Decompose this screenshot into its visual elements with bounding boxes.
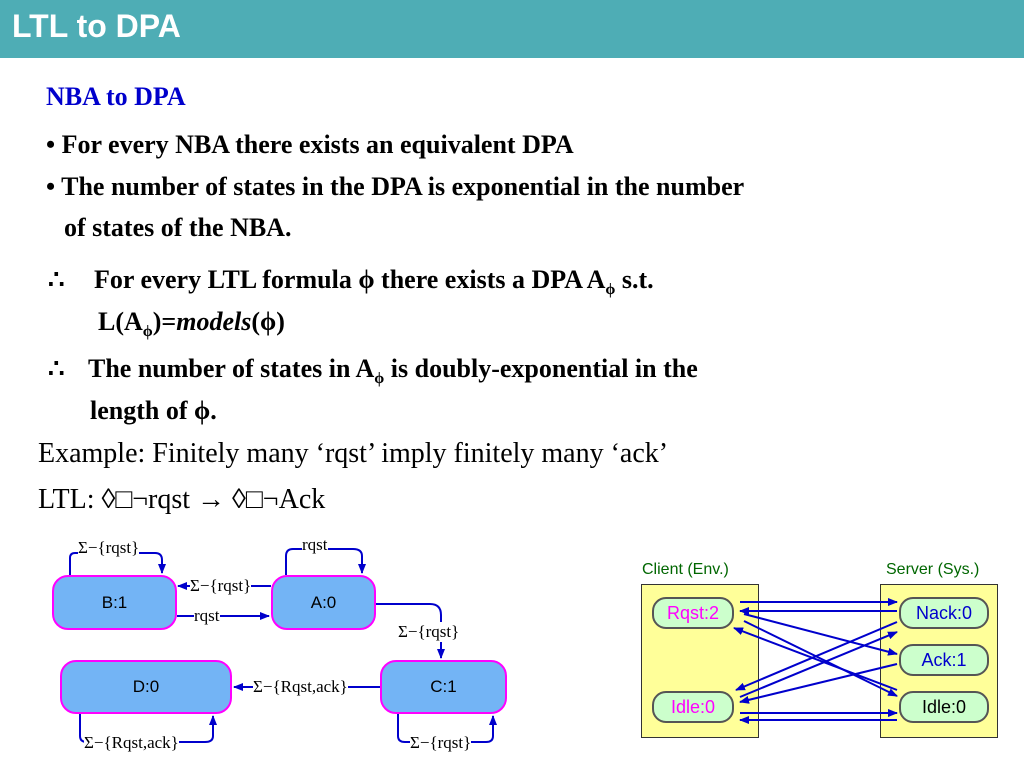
state-d: D:0 [60,660,232,714]
state-a: A:0 [271,575,376,630]
title-bar: LTL to DPA [0,0,1024,58]
client-title: Client (Env.) [642,561,729,578]
claim-2-line-1: The number of states in Aϕ is doubly-exp… [88,354,698,388]
label-b-to-a: rqst [194,606,220,626]
label-b-self: Σ−{rqst} [78,538,140,558]
client-state-rqst: Rqst:2 [652,597,734,629]
claim-1-line-2: L(Aϕ)=models(ϕ) [98,307,285,341]
slide-title: LTL to DPA [12,8,181,44]
bullet-1: • For every NBA there exists an equivale… [46,130,574,159]
claim-2-line-2: length of ϕ. [90,396,217,425]
state-b: B:1 [52,575,177,630]
state-c: C:1 [380,660,507,714]
section-heading: NBA to DPA [46,82,186,111]
label-d-self: Σ−{Rqst,ack} [84,733,179,753]
example-text: Example: Finitely many ‘rqst’ imply fini… [38,438,669,469]
claim-1-line-1: For every LTL formula ϕ there exists a D… [94,265,654,299]
label-a-to-b: Σ−{rqst} [190,576,252,596]
bullet-2-line-2: of states of the NBA. [64,213,292,242]
server-state-idle: Idle:0 [899,691,989,723]
server-title: Server (Sys.) [886,561,980,578]
label-c-to-d: Σ−{Rqst,ack} [253,677,348,697]
therefore-symbol-1: ∴ [48,265,65,294]
label-a-self: rqst [302,535,328,555]
label-c-self: Σ−{rqst} [410,733,472,753]
server-state-nack: Nack:0 [899,597,989,629]
label-a-to-c: Σ−{rqst} [398,622,460,642]
ltl-formula: LTL: ◊□¬rqst → ◊□¬Ack [38,484,326,515]
edge-a-to-c [376,603,445,659]
bullet-2-line-1: • The number of states in the DPA is exp… [46,172,745,201]
therefore-symbol-2: ∴ [48,354,65,383]
server-state-ack: Ack:1 [899,644,989,676]
client-state-idle: Idle:0 [652,691,734,723]
